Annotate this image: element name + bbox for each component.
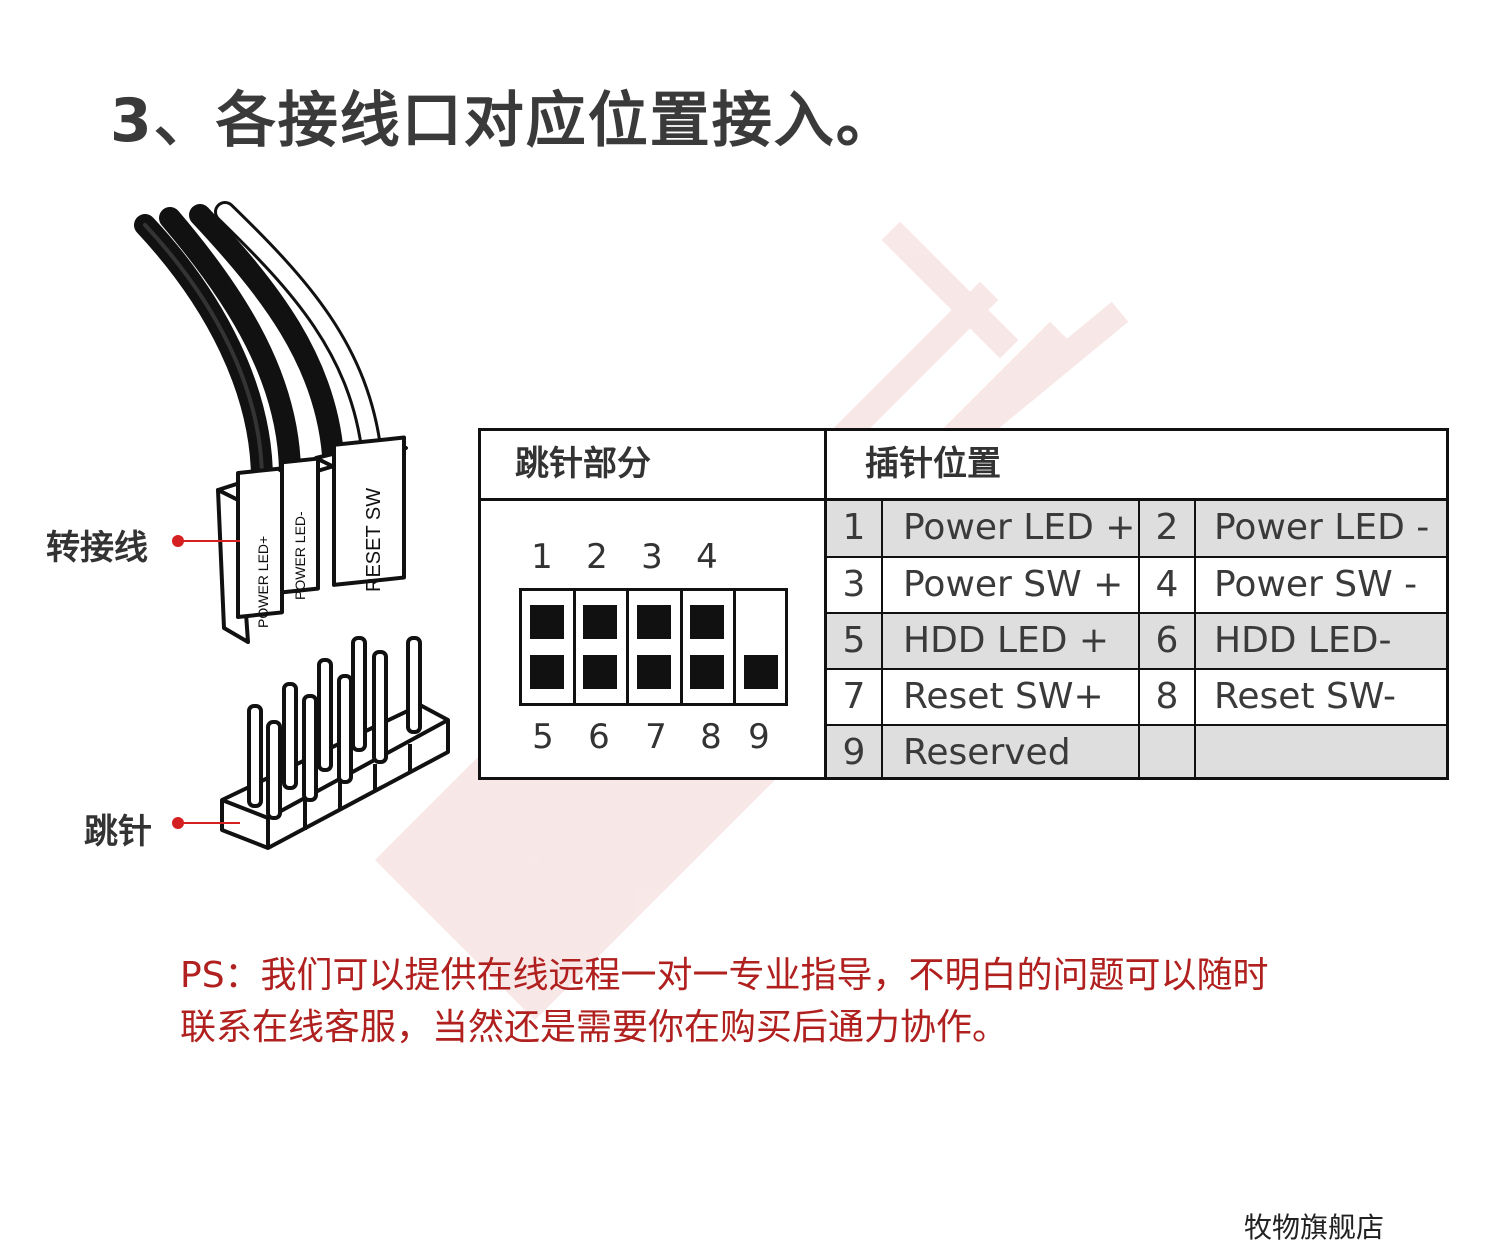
pin-signal-cell: Reset SW-	[1214, 676, 1396, 717]
pin-4	[583, 655, 617, 689]
pin-8	[690, 655, 724, 689]
page-title: 3、各接线口对应位置接入。	[110, 86, 898, 156]
pin-number-cell: 8	[1140, 670, 1196, 726]
pin-number-top: 2	[586, 537, 608, 577]
pin-number-cell: 7	[827, 670, 883, 726]
pin-number-cell: 5	[827, 614, 883, 670]
adapter-cable-label: 转接线	[46, 528, 148, 568]
shop-name: 牧物旗舰店	[1244, 1211, 1385, 1244]
pin-signal-cell: Reset SW+	[883, 670, 1140, 726]
pin-3	[583, 605, 617, 639]
pin-6	[637, 655, 671, 689]
pin-number-cell: 2	[1140, 501, 1196, 557]
pin-number-bottom: 9	[748, 717, 770, 757]
pin-number-bottom: 7	[645, 717, 667, 757]
pin-signal-cell: Power SW +	[883, 558, 1140, 614]
pin-mapping-table: 跳针部分 插针位置 1 2 3 4 5 6 7 8 9 1 P	[478, 428, 1449, 780]
table-row: 3 Power SW + 4 Power SW -	[827, 558, 1446, 614]
pin-7	[690, 605, 724, 639]
pin-number-bottom: 5	[532, 717, 554, 757]
pin-layout-diagram: 1 2 3 4 5 6 7 8 9	[481, 501, 827, 777]
pin-number-cell: 1	[827, 501, 883, 557]
pin-number-cell: 6	[1140, 614, 1196, 670]
pin-number-top: 1	[531, 537, 553, 577]
table-row: 7 Reset SW+ 8 Reset SW-	[827, 670, 1446, 726]
pin-number-cell: 9	[827, 726, 883, 777]
table-row: 9 Reserved	[827, 726, 1446, 777]
pin-signal-cell: Power SW -	[1214, 564, 1418, 605]
connector-text-power-led-minus: POWER LED-	[292, 511, 308, 600]
pin-9	[744, 655, 778, 689]
pin-1	[530, 605, 564, 639]
pin-number-cell: 4	[1140, 558, 1196, 614]
pin-number-cell	[1140, 726, 1196, 777]
pin-header-label: 跳针	[84, 812, 152, 852]
pin-number-cell: 3	[827, 558, 883, 614]
pin-grid	[519, 588, 788, 706]
pin-signal-cell	[1196, 726, 1446, 777]
pin-number-top: 3	[641, 537, 663, 577]
pin-number-bottom: 8	[700, 717, 722, 757]
pin-signal-cell: HDD LED-	[1214, 620, 1392, 661]
pin-signal-cell: Power LED -	[1214, 507, 1430, 548]
header-jumper-part: 跳针部分	[481, 431, 827, 501]
pin-5	[637, 605, 671, 639]
header-pin-position: 插针位置	[827, 431, 1446, 501]
table-row: 1 Power LED + 2 Power LED -	[827, 501, 1446, 557]
pin-signal-cell: Power LED +	[883, 501, 1140, 557]
table-row: 5 HDD LED + 6 HDD LED-	[827, 614, 1446, 670]
support-note-line-2: 联系在线客服，当然还是需要你在购买后通力协作。	[180, 1007, 1009, 1048]
pin-number-bottom: 6	[588, 717, 610, 757]
pin-signal-cell: HDD LED +	[883, 614, 1140, 670]
connector-text-power-led-plus: POWER LED+	[255, 536, 271, 628]
pin-2	[530, 655, 564, 689]
pin-assignment-rows: 1 Power LED + 2 Power LED - 3 Power SW +…	[827, 501, 1446, 777]
pin-number-top: 4	[696, 537, 718, 577]
pin-signal-cell: Reserved	[883, 726, 1140, 777]
connector-text-reset-sw: RESET SW	[363, 488, 385, 592]
support-note: PS：我们可以提供在线远程一对一专业指导，不明白的问题可以随时 联系在线客服，当…	[180, 950, 1380, 1054]
support-note-line-1: PS：我们可以提供在线远程一对一专业指导，不明白的问题可以随时	[180, 955, 1269, 996]
